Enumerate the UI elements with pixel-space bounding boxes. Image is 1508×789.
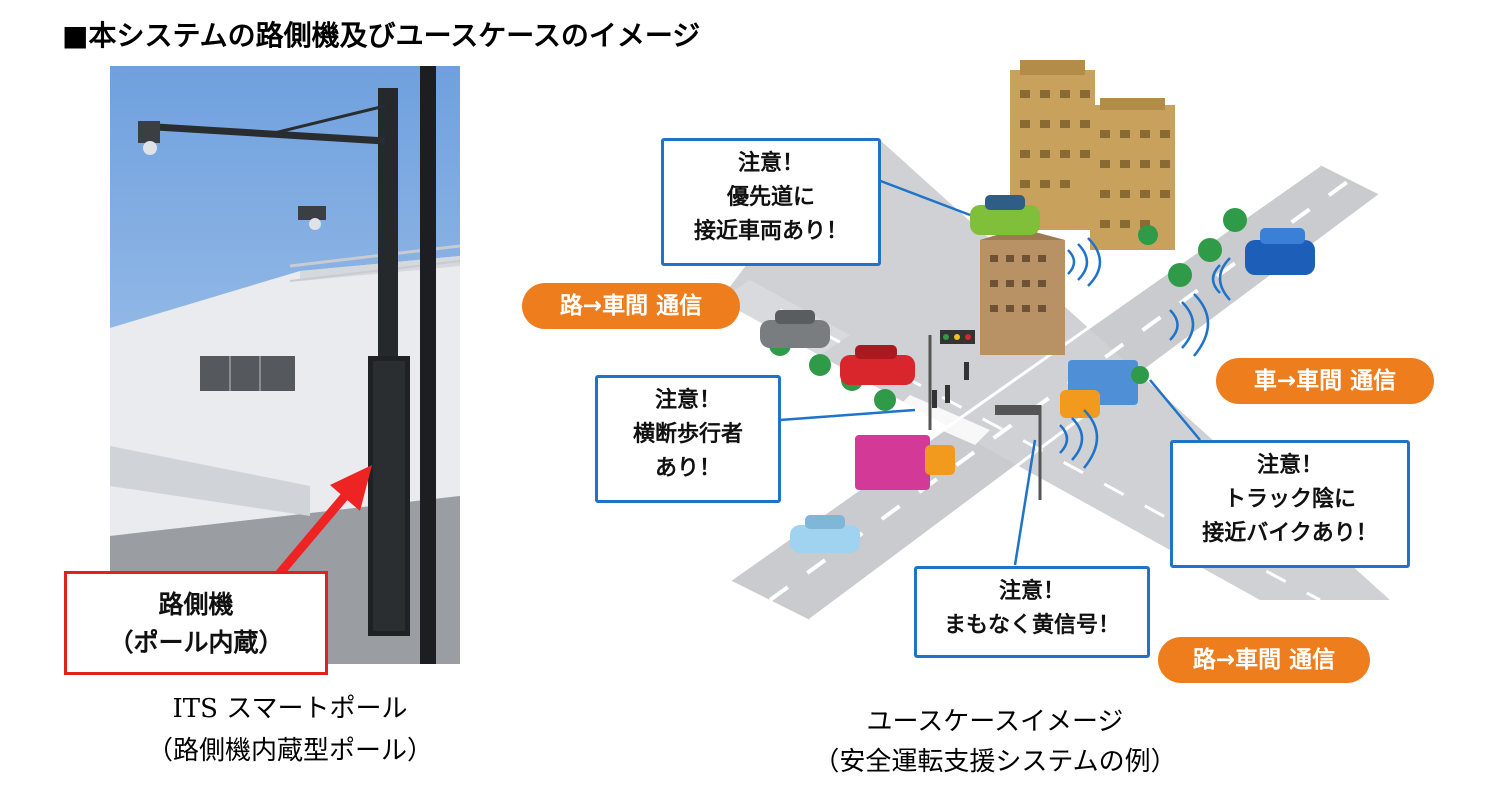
smart-pole-caption-line2: （路側機内蔵型ポール） bbox=[146, 736, 433, 766]
blue-car bbox=[1245, 228, 1315, 275]
pill-vehicle-to-vehicle: 車→車間 通信 bbox=[1216, 358, 1434, 404]
pink-truck bbox=[855, 435, 955, 490]
callout-priority-road-line1: 注意！ bbox=[737, 151, 804, 176]
roadside-unit-label-line1: 路側機 bbox=[158, 590, 234, 619]
callout-priority-road: 注意！ 優先道に 接近車両あり！ bbox=[661, 138, 881, 266]
orange-truck bbox=[1060, 360, 1138, 418]
callout-yellow-signal-line2: まもなく黄信号！ bbox=[943, 613, 1120, 638]
callout-pedestrian: 注意！ 横断歩行者 あり！ bbox=[595, 375, 781, 503]
smart-pole-illustration bbox=[110, 66, 460, 664]
light-blue-car bbox=[790, 515, 860, 553]
callout-pedestrian-line2: 横断歩行者 bbox=[632, 422, 743, 447]
callout-hidden-bike-line3: 接近バイクあり！ bbox=[1202, 521, 1378, 546]
callout-pedestrian-line1: 注意！ bbox=[654, 388, 721, 413]
motorcycle-icon bbox=[1131, 366, 1149, 384]
callout-yellow-signal-line1: 注意！ bbox=[998, 579, 1065, 604]
figure-heading: ■本システムの路側機及びユースケースのイメージ bbox=[62, 19, 701, 52]
roadside-unit-label: 路側機 （ポール内蔵） bbox=[64, 571, 328, 675]
smart-pole-photo bbox=[110, 66, 460, 664]
callout-hidden-bike-line2: トラック陰に bbox=[1223, 487, 1356, 512]
use-case-caption: ユースケースイメージ （安全運転支援システムの例） bbox=[715, 702, 1275, 782]
pill-road-to-vehicle-bottom: 路→車間 通信 bbox=[1158, 637, 1370, 683]
roadside-unit-label-line2: （ポール内蔵） bbox=[108, 628, 284, 657]
callout-priority-road-line2: 優先道に bbox=[726, 185, 815, 210]
pill-road-to-vehicle-top: 路→車間 通信 bbox=[522, 283, 740, 329]
callout-yellow-signal: 注意！ まもなく黄信号！ bbox=[914, 566, 1150, 658]
use-case-caption-line1: ユースケースイメージ bbox=[866, 707, 1124, 737]
use-case-caption-line2: （安全運転支援システムの例） bbox=[813, 747, 1177, 777]
gray-car bbox=[760, 310, 830, 348]
red-arrow-icon bbox=[275, 465, 372, 578]
red-car bbox=[840, 345, 915, 385]
callout-priority-road-line3: 接近車両あり！ bbox=[693, 219, 848, 244]
smart-pole-caption-line1: ITS スマートポール bbox=[172, 694, 408, 724]
smart-pole-caption: ITS スマートポール （路側機内蔵型ポール） bbox=[100, 688, 480, 772]
green-car bbox=[970, 195, 1040, 235]
callout-pedestrian-line3: あり！ bbox=[654, 456, 721, 481]
callout-hidden-bike-line1: 注意！ bbox=[1256, 453, 1323, 478]
callout-hidden-bike: 注意！ トラック陰に 接近バイクあり！ bbox=[1170, 440, 1410, 568]
